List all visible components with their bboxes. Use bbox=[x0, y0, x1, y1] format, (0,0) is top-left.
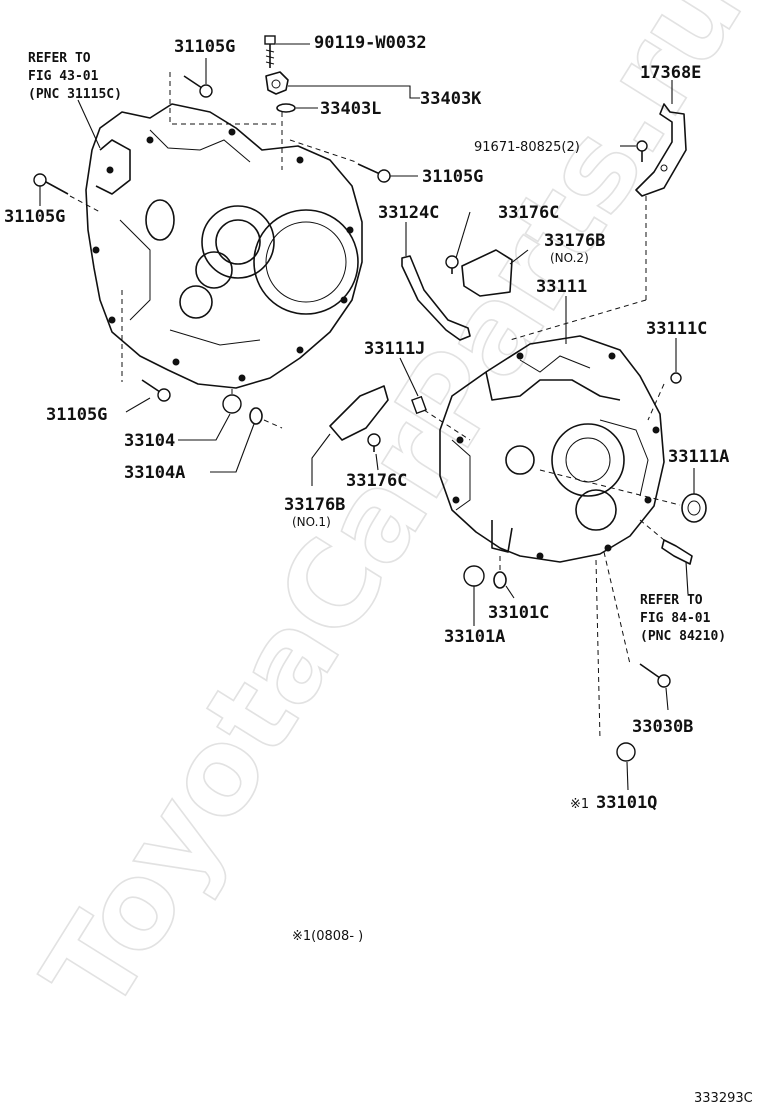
label-33176c-top: 33176C bbox=[498, 203, 559, 223]
plate-33176b-no2-icon bbox=[461, 249, 513, 297]
assembly-lines bbox=[69, 72, 681, 741]
oil-seal-33111a-icon bbox=[681, 493, 707, 523]
label-31105g-left: 31105G bbox=[4, 207, 65, 227]
label-33101a: 33101A bbox=[444, 627, 505, 647]
label-33403l: 33403L bbox=[320, 99, 381, 119]
plug-33101q-icon bbox=[616, 742, 636, 762]
label-33176b-top: 33176B bbox=[544, 231, 605, 251]
refer-right-line1: REFER TO bbox=[640, 593, 703, 608]
part-labels: REFER TO FIG 43-01 (PNC 31115C) 31105G 9… bbox=[4, 33, 753, 1106]
pin-33111j-icon bbox=[411, 395, 427, 415]
bolt-31105g-top-icon bbox=[183, 75, 213, 98]
clip-33176c-bottom-icon bbox=[367, 433, 381, 452]
bracket-33124c-icon bbox=[401, 255, 471, 341]
label-31105g-right: 31105G bbox=[422, 167, 483, 187]
refer-left-line3: (PNC 31115C) bbox=[28, 87, 122, 102]
gasket-33104a-icon bbox=[249, 407, 263, 425]
cover-33176b-no1-icon bbox=[329, 385, 389, 441]
label-31105g-bottom: 31105G bbox=[46, 405, 107, 425]
label-33176b-bottom-no: (NO.1) bbox=[292, 515, 331, 529]
bracket-17368e-icon bbox=[635, 103, 687, 197]
label-33104: 33104 bbox=[124, 431, 175, 451]
plug-33111c-icon bbox=[670, 372, 682, 384]
label-33101q: 33101Q bbox=[596, 793, 657, 813]
label-33101c: 33101C bbox=[488, 603, 549, 623]
figure-code: 333293C bbox=[694, 1091, 753, 1106]
clip-33176c-top-icon bbox=[445, 255, 459, 274]
plug-33104-icon bbox=[222, 394, 242, 414]
label-33176b-top-no: (NO.2) bbox=[550, 251, 589, 265]
bolt-31105g-left-icon bbox=[33, 173, 69, 195]
bolt-31105g-right-icon bbox=[357, 163, 391, 183]
gasket-33101c-icon bbox=[493, 571, 507, 589]
sensor-84210-icon bbox=[661, 539, 693, 565]
bolt-91671-icon bbox=[636, 140, 648, 162]
transmission-case bbox=[439, 335, 665, 563]
label-33111a: 33111A bbox=[668, 447, 729, 467]
transaxle-housing bbox=[85, 103, 363, 389]
label-17368e: 17368E bbox=[640, 63, 701, 83]
refer-left-line1: REFER TO bbox=[28, 51, 91, 66]
bolt-33030b-icon bbox=[639, 663, 671, 688]
label-91671-80825: 91671-80825(2) bbox=[474, 140, 580, 155]
bolt-31105g-bottom-icon bbox=[141, 379, 171, 402]
watermark: ToyotaCarParts.ru bbox=[17, 0, 760, 1035]
label-33104a: 33104A bbox=[124, 463, 185, 483]
plug-33101a-icon bbox=[463, 565, 485, 587]
label-33101q-mark: ※1 bbox=[570, 797, 589, 812]
refer-left-line2: FIG 43-01 bbox=[28, 69, 99, 84]
label-33403k: 33403K bbox=[420, 89, 482, 109]
footnote: ※1(0808- ) bbox=[292, 929, 363, 944]
refer-right-line2: FIG 84-01 bbox=[640, 611, 711, 626]
label-33111: 33111 bbox=[536, 277, 587, 297]
refer-right-line3: (PNC 84210) bbox=[640, 629, 726, 644]
label-31105g-top: 31105G bbox=[174, 37, 235, 57]
label-33176b-bottom: 33176B bbox=[284, 495, 345, 515]
label-90119-w0032: 90119-W0032 bbox=[314, 33, 427, 53]
o-ring-33403l-icon bbox=[276, 103, 296, 113]
leader-lines bbox=[39, 43, 695, 791]
lever-33403k-icon bbox=[265, 71, 289, 95]
label-33030b: 33030B bbox=[632, 717, 693, 737]
bolt-90119-icon bbox=[264, 35, 276, 68]
label-33111c: 33111C bbox=[646, 319, 707, 339]
label-33124c: 33124C bbox=[378, 203, 439, 223]
label-33111j: 33111J bbox=[364, 339, 425, 359]
label-33176c-bottom: 33176C bbox=[346, 471, 407, 491]
